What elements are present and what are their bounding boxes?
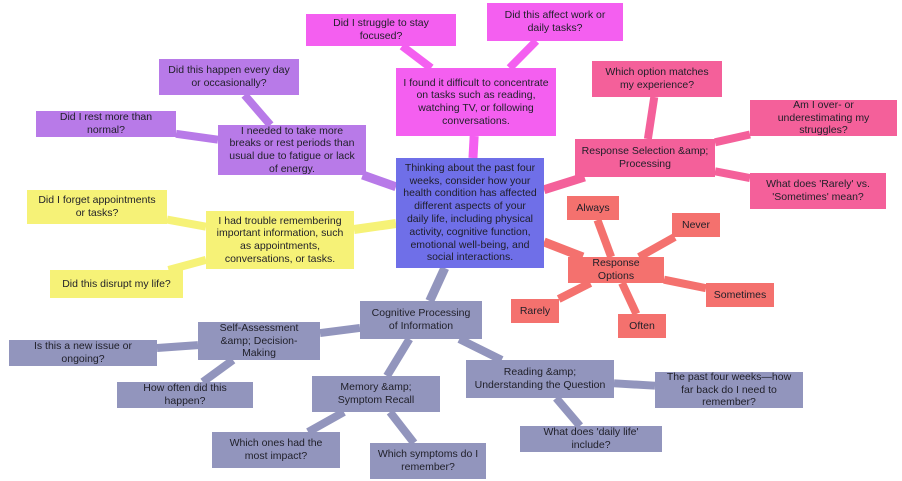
- mind-map-edge: [361, 170, 398, 192]
- mind-map-node-label: Response Options: [592, 257, 640, 282]
- mind-map-edge: [457, 335, 504, 364]
- mind-map-node-label: Never: [681, 218, 710, 231]
- mind-map-edge: [156, 341, 199, 352]
- mind-map-node-self-assessment[interactable]: Self-Assessment &amp; Decision-Making: [198, 322, 320, 360]
- mind-map-edge: [200, 356, 236, 386]
- mind-map-node-rarely[interactable]: Rarely: [511, 299, 559, 323]
- mind-map-node-response-options[interactable]: Response Options: [568, 257, 664, 283]
- mind-map-node-label: What does 'Rarely' vs. 'Sometimes' mean?: [766, 178, 870, 203]
- mind-map-node-memory-symptom[interactable]: Memory &amp; Symptom Recall: [312, 376, 440, 412]
- mind-map-node-rarely-vs-sometimes[interactable]: What does 'Rarely' vs. 'Sometimes' mean?: [750, 173, 886, 209]
- mind-map-node-label: How often did this happen?: [143, 382, 227, 407]
- mind-map-node-remembering[interactable]: I had trouble remembering important info…: [206, 211, 354, 269]
- mind-map-node-every-day[interactable]: Did this happen every day or occasionall…: [159, 59, 299, 95]
- mind-map-node-over-under[interactable]: Am I over- or underestimating my struggl…: [750, 100, 897, 136]
- mind-map-node-label: Which ones had the most impact?: [229, 437, 323, 462]
- mind-map-node-new-issue[interactable]: Is this a new issue or ongoing?: [9, 340, 157, 366]
- mind-map-node-label: What does 'daily life' include?: [543, 426, 639, 451]
- mind-map-node-label: Cognitive Processing of Information: [371, 307, 471, 332]
- mind-map-node-label: Did I rest more than normal?: [59, 111, 153, 136]
- mind-map-edge: [166, 215, 207, 231]
- mind-map-edge: [167, 256, 208, 274]
- mind-map-node-most-impact[interactable]: Which ones had the most impact?: [212, 432, 340, 468]
- mind-map-edge: [468, 135, 479, 159]
- mind-map-edge: [241, 92, 274, 128]
- mind-map-node-label: I needed to take more breaks or rest per…: [229, 125, 355, 175]
- mind-map-edge: [425, 266, 449, 303]
- mind-map-node-sometimes[interactable]: Sometimes: [706, 283, 774, 307]
- mind-map-node-which-symptoms[interactable]: Which symptoms do I remember?: [370, 443, 486, 479]
- mind-map-node-label: Sometimes: [713, 288, 767, 301]
- mind-map-node-label: Memory &amp; Symptom Recall: [337, 381, 415, 406]
- mind-map-edge: [542, 172, 586, 195]
- mind-map-node-past-four-weeks[interactable]: The past four weeks—how far back do I ne…: [655, 372, 803, 408]
- mind-map-edge: [175, 129, 219, 144]
- mind-map-node-cognitive-processing[interactable]: Cognitive Processing of Information: [360, 301, 482, 339]
- mind-map-node-label: Which symptoms do I remember?: [377, 448, 479, 473]
- mind-map-edge: [593, 218, 615, 259]
- mind-map-edge: [714, 167, 751, 182]
- mind-map-node-label: Did this affect work or daily tasks?: [504, 9, 606, 34]
- mind-map-node-concentrate[interactable]: I found it difficult to concentrate on t…: [396, 68, 556, 136]
- mind-map-edge: [542, 237, 585, 262]
- mind-map-node-how-often[interactable]: How often did this happen?: [117, 382, 253, 408]
- mind-map-node-always[interactable]: Always: [567, 196, 619, 220]
- mind-map-node-daily-life[interactable]: What does 'daily life' include?: [520, 426, 662, 452]
- mind-map-edge: [306, 408, 346, 436]
- mind-map-edge: [319, 323, 361, 338]
- mind-map-node-label: Always: [576, 201, 610, 214]
- mind-map-edge: [553, 395, 583, 429]
- mind-map-node-breaks[interactable]: I needed to take more breaks or rest per…: [218, 125, 366, 175]
- mind-map-edge: [556, 279, 593, 303]
- mind-map-node-central[interactable]: Thinking about the past four weeks, cons…: [396, 158, 544, 268]
- mind-map-node-often[interactable]: Often: [618, 314, 666, 338]
- mind-map-node-label: The past four weeks—how far back do I ne…: [666, 372, 792, 408]
- mind-map-edge: [353, 219, 397, 234]
- mind-map-edge: [383, 336, 413, 379]
- mind-map-node-label: I found it difficult to concentrate on t…: [403, 76, 549, 127]
- mind-map-node-label: Am I over- or underestimating my struggl…: [777, 100, 870, 136]
- mind-map-node-reading-understanding[interactable]: Reading &amp; Understanding the Question: [466, 360, 614, 398]
- mind-map-node-label: Reading &amp; Understanding the Question: [474, 366, 606, 391]
- mind-map-node-label: Did I struggle to stay focused?: [333, 17, 429, 42]
- mind-map-edge: [618, 281, 641, 316]
- mind-map-node-label: Did this happen every day or occasionall…: [168, 64, 290, 89]
- mind-map-edge: [506, 38, 540, 71]
- mind-map-edge: [386, 409, 418, 446]
- mind-map-edge: [643, 96, 659, 140]
- mind-map-edge: [637, 233, 677, 261]
- mind-map-node-label: Rarely: [519, 304, 551, 317]
- mind-map-edge: [399, 42, 434, 72]
- mind-map-node-label: I had trouble remembering important info…: [216, 214, 344, 265]
- mind-map-node-label: Thinking about the past four weeks, cons…: [403, 161, 537, 264]
- mind-map-edge: [714, 130, 751, 147]
- mind-map-node-response-selection[interactable]: Response Selection &amp; Processing: [575, 139, 715, 177]
- mind-map-node-label: Self-Assessment &amp; Decision-Making: [219, 322, 299, 360]
- mind-map-node-disrupt-life[interactable]: Did this disrupt my life?: [50, 270, 183, 298]
- mind-map-edge: [663, 275, 707, 293]
- mind-map-node-never[interactable]: Never: [672, 213, 720, 237]
- mind-map-node-which-option[interactable]: Which option matches my experience?: [592, 61, 722, 97]
- mind-map-node-label: Is this a new issue or ongoing?: [33, 340, 133, 365]
- mind-map-node-label: Often: [629, 319, 655, 332]
- mind-map-node-forget-appts[interactable]: Did I forget appointments or tasks?: [27, 190, 167, 224]
- mind-map-node-struggle-focus[interactable]: Did I struggle to stay focused?: [306, 14, 456, 46]
- mind-map-edge: [613, 379, 656, 390]
- mind-map-node-label: Which option matches my experience?: [605, 66, 709, 91]
- mind-map-node-label: Did I forget appointments or tasks?: [38, 194, 156, 219]
- mind-map-node-rest-more[interactable]: Did I rest more than normal?: [36, 111, 176, 137]
- mind-map-node-label: Did this disrupt my life?: [62, 277, 171, 290]
- mind-map-node-label: Response Selection &amp; Processing: [581, 145, 709, 170]
- mind-map-node-affect-work[interactable]: Did this affect work or daily tasks?: [487, 3, 623, 41]
